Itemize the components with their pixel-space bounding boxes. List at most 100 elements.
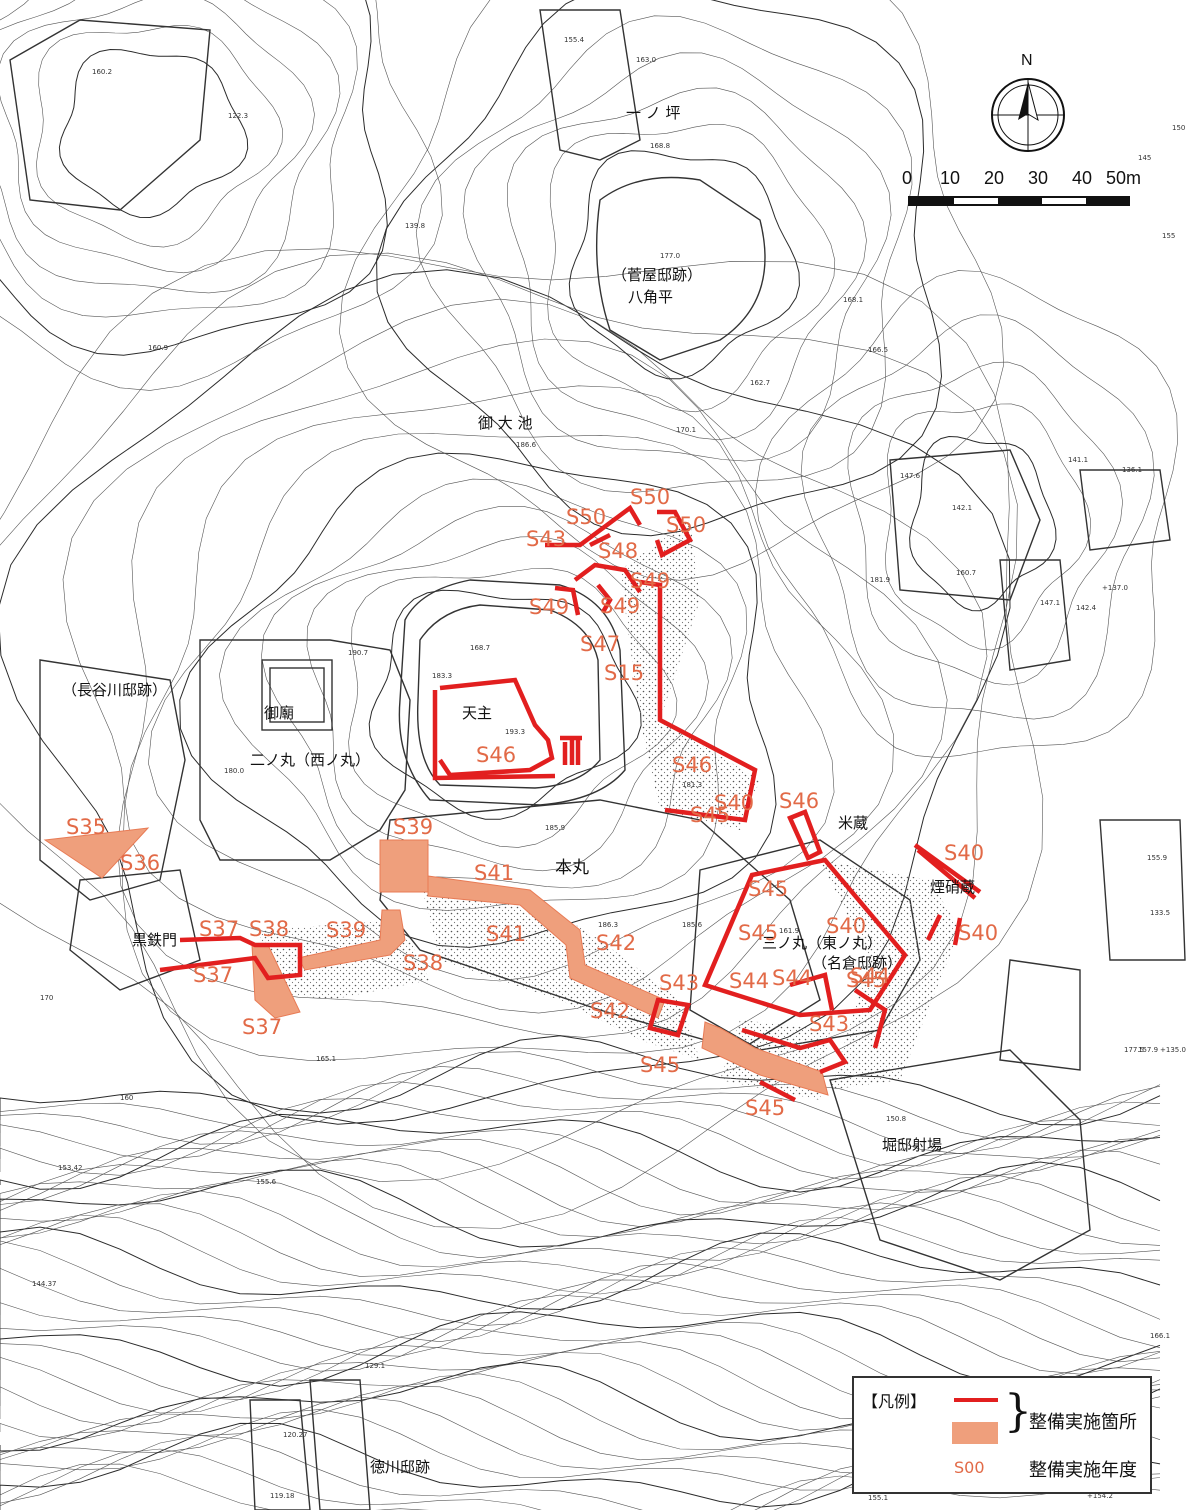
year-label: S39: [326, 918, 366, 942]
contour-line: [547, 124, 836, 413]
year-label: S50: [630, 485, 670, 509]
elevation-label: 185.9: [545, 824, 565, 832]
contour-line: [179, 452, 777, 948]
place-horitei: 堀邸射場: [882, 1136, 942, 1154]
contour-line: [0, 248, 1044, 1229]
contour-line: [0, 1051, 1161, 1141]
year-label: S47: [580, 632, 620, 656]
elevation-label: +135.0: [1160, 1046, 1186, 1054]
contour-line: [0, 1175, 1161, 1263]
legend-item-year: 整備実施年度: [1029, 1460, 1137, 1481]
contour-line: [0, 1113, 1161, 1193]
place-sugaya: （菅屋邸跡）: [612, 266, 702, 284]
year-label: S49: [600, 594, 640, 618]
contour-line: [909, 435, 1057, 612]
scale-tick-50m: 50m: [1106, 168, 1142, 188]
elevation-label: 180.0: [224, 767, 244, 775]
year-label: S44: [850, 964, 890, 988]
contour-line: [0, 1226, 1161, 1315]
place-honmaru: 本丸: [555, 858, 589, 878]
year-label: S49: [529, 595, 569, 619]
map-legend: 【凡例】 } 整備実施箇所 S00 整備実施年度: [852, 1376, 1152, 1494]
contour-line: [0, 0, 315, 274]
year-label: S50: [666, 513, 706, 537]
contour-line: [0, 1279, 1161, 1363]
contour-line: [462, 52, 892, 462]
year-label: S43: [659, 971, 699, 995]
elevation-label: 147.1: [1040, 599, 1060, 607]
restoration-areas: [43, 827, 829, 1096]
elevation-label: 168.8: [650, 142, 670, 150]
elevation-label: 163.0: [636, 56, 656, 64]
scale-tick-30: 30: [1028, 168, 1049, 188]
scale-tick-20: 20: [984, 168, 1005, 188]
place-komegura: 米蔵: [838, 814, 868, 832]
year-label: S37: [193, 963, 233, 987]
contour-line: [124, 385, 895, 1014]
restoration-walls: [159, 504, 982, 1103]
scale-tick-10: 10: [940, 168, 961, 188]
elevation-label: 129.1: [365, 1362, 385, 1370]
contour-line: [116, 338, 948, 1038]
year-label: S45: [748, 877, 788, 901]
elevation-label: 145: [1138, 154, 1151, 162]
area-s39a: [379, 839, 429, 893]
elevation-label: 120.27: [283, 1431, 308, 1439]
legend-title: 【凡例】: [862, 1392, 927, 1411]
year-label: S39: [393, 815, 433, 839]
year-label: S35: [66, 815, 106, 839]
elevation-label: 155.6: [256, 1178, 277, 1186]
year-label: S45: [846, 968, 886, 992]
north-arrow-icon: [991, 78, 1065, 152]
contour-line: [0, 1294, 1161, 1375]
contour-line: [0, 1129, 1161, 1216]
contour-line: [0, 1240, 1161, 1328]
contour-line: [0, 1081, 1161, 1167]
legend-code-sample: S00: [954, 1458, 985, 1477]
scale-bar-graphic: [908, 196, 1130, 206]
area-s35: [43, 827, 150, 879]
year-label: S36: [120, 851, 160, 875]
elevation-label: +137.0: [1102, 584, 1128, 592]
elevation-label: 185.6: [682, 921, 703, 929]
north-compass: N: [985, 52, 1071, 162]
year-label: S46: [779, 789, 819, 813]
scale-tick-40: 40: [1072, 168, 1093, 188]
place-kurogane: 黒鉄門: [132, 931, 177, 949]
scale-bar: 0 10 20 30 40 50m: [900, 168, 1150, 220]
contour-line: [339, 0, 1004, 581]
area-s39b: [297, 909, 406, 971]
elevation-label: 139.8: [405, 222, 425, 230]
year-label: S45: [738, 921, 778, 945]
elevation-label: 190.7: [348, 649, 368, 657]
contour-line: [0, 1214, 1161, 1302]
elevation-label: 162.7: [750, 379, 770, 387]
elevation-label: 186.3: [598, 921, 618, 929]
contour-line: [306, 536, 709, 872]
contour-line: [415, 15, 913, 494]
contour-line: [885, 403, 1091, 651]
contour-line: [800, 314, 1155, 720]
year-label: S37: [242, 1015, 282, 1039]
year-label: S40: [714, 791, 754, 815]
area-s43: [701, 1021, 829, 1096]
year-label: S40: [826, 914, 866, 938]
elevation-label: 122.3: [228, 112, 248, 120]
elevation-label: 157.9: [1138, 1046, 1158, 1054]
elevation-label: 150: [1172, 124, 1185, 132]
contour-line: [0, 1463, 1161, 1510]
scale-tick-0: 0: [902, 168, 913, 188]
elevation-label: 166.5: [868, 346, 888, 354]
elevation-label: 153.42: [58, 1164, 83, 1172]
contour-line: [0, 1149, 1161, 1238]
elevation-label: 150.8: [886, 1115, 906, 1123]
year-label: S42: [590, 999, 630, 1023]
year-label: S49: [630, 569, 670, 593]
year-label: S46: [672, 753, 712, 777]
contour-line: [0, 1128, 1161, 1205]
contour-line: [348, 568, 678, 848]
place-hasegawa: （長谷川邸跡）: [62, 681, 167, 699]
contour-line: [0, 1189, 1161, 1276]
area-s41-s42: [427, 875, 666, 1019]
